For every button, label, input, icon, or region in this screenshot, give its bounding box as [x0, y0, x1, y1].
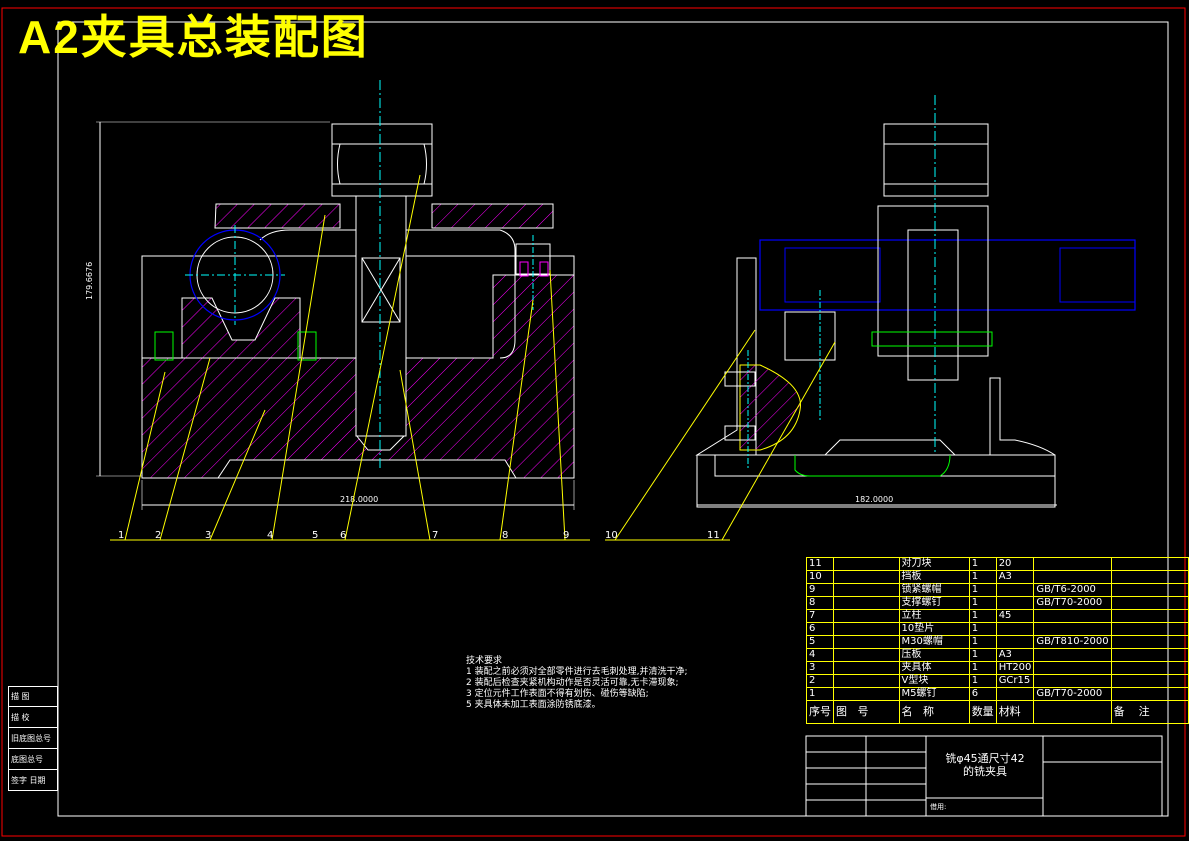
sidebar-cell: 旧底图总号 [8, 728, 58, 749]
balloon-2: 2 [155, 530, 162, 541]
right-width-dimension: 182.0000 [855, 495, 893, 504]
drawing-name-line1: 铣φ45通尺寸42 [945, 752, 1025, 765]
note-line: 3 定位元件工作表面不得有划伤、碰伤等缺陷; [466, 689, 649, 699]
title-block-frame [805, 735, 1163, 817]
drawing-name-line2: 的铣夹具 [963, 765, 1007, 778]
drawing-name: 铣φ45通尺寸42 的铣夹具 [930, 752, 1040, 778]
sidebar-cell: 底图总号 [8, 749, 58, 770]
sheet-border [1, 7, 1186, 837]
balloon-11: 11 [707, 530, 720, 541]
balloon-4: 4 [267, 530, 274, 541]
balloon-7: 7 [432, 530, 439, 541]
balloon-9: 9 [563, 530, 570, 541]
balloon-1: 1 [118, 530, 125, 541]
note-line: 5 夹具体未加工表面涂防锈底漆。 [466, 700, 601, 710]
note-line: 2 装配后检查夹紧机构动作是否灵活可靠,无卡滞现象; [466, 678, 679, 688]
technical-notes: 技术要求 1 装配之前必须对全部零件进行去毛刺处理,并清洗干净; 2 装配后检查… [466, 656, 687, 711]
balloon-10: 10 [605, 530, 618, 541]
revision-sidebar: 描 图 描 校 旧底图总号 底图总号 签字 日期 [8, 686, 58, 791]
sidebar-cell: 签字 日期 [8, 770, 58, 791]
drawing-title: A2夹具总装配图 [18, 11, 369, 63]
sign-label: 借用: [930, 803, 947, 811]
front-section-view: 179.6676 218.0000 [85, 80, 590, 541]
drawing-frame [57, 21, 1169, 817]
left-width-dimension: 218.0000 [340, 495, 378, 504]
height-dimension: 179.6676 [85, 262, 94, 300]
balloon-6: 6 [340, 530, 347, 541]
note-line: 1 装配之前必须对全部零件进行去毛刺处理,并清洗干净; [466, 667, 688, 677]
sidebar-cell: 描 图 [8, 686, 58, 707]
balloon-5: 5 [312, 530, 319, 541]
balloon-3: 3 [205, 530, 212, 541]
balloon-8: 8 [502, 530, 509, 541]
table-header-row: 序号 图 号 名 称 数量 材料 备 注 [806, 700, 1189, 724]
sidebar-cell: 描 校 [8, 707, 58, 728]
notes-heading: 技术要求 [466, 656, 503, 666]
side-view: 182.0000 [605, 95, 1136, 541]
